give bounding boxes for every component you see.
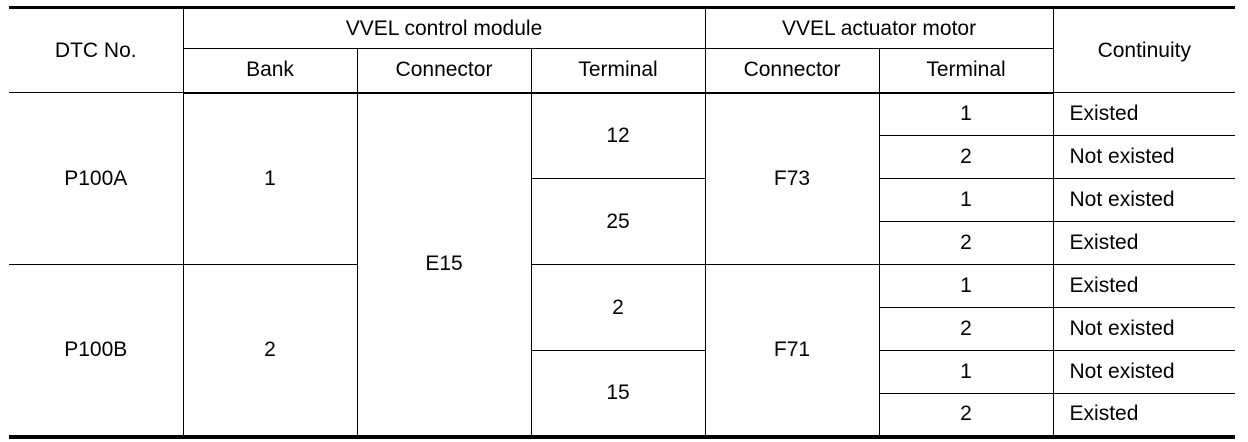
actuator-terminal-cell: 2 [879,221,1054,265]
table-row: 25 1 Not existed [9,178,1236,265]
actuator-terminal-cell: 1 [878,178,1054,222]
module-terminal-cell: 15 [531,350,706,437]
header-vvel-control-module: VVEL control module [182,7,706,49]
header-row-sub: Bank Connector Terminal Connector Termin… [9,48,1235,94]
continuity-cell: Not existed [1052,350,1236,394]
actuator-terminal-cell: 1 [878,350,1054,394]
module-terminal-cell: 2 [530,264,706,351]
table-row: P100A 1 E15 12 F73 1 Existed [9,92,1236,437]
actuator-terminal-cell: 2 [879,135,1054,179]
bank-cell: 2 [182,264,358,437]
actuator-connector-cell: F73 [704,92,880,265]
table-row: 2 Not existed [9,135,1236,179]
header-dtc-no: DTC No. [9,7,184,93]
header-module-terminal: Terminal [530,48,706,94]
actuator-terminal-cell: 2 [879,307,1054,351]
continuity-cell: Not existed [1052,135,1236,179]
bank-cell: 1 [182,92,358,265]
header-actuator-connector: Connector [704,48,880,94]
dtc-continuity-table: DTC No. VVEL control module VVEL actuato… [9,6,1236,439]
table-row: P100B 2 2 F71 1 Existed [9,264,1236,437]
table-row: 15 1 Not existed [9,350,1236,437]
module-connector-cell: E15 [356,92,532,437]
actuator-terminal-cell: 1 [878,92,1054,136]
table-body: P100A 1 E15 12 F73 1 Existed 2 Not exist… [9,92,1236,437]
continuity-cell: Existed [1052,221,1236,265]
header-row-top: DTC No. VVEL control module VVEL actuato… [9,7,1236,93]
continuity-cell: Not existed [1052,307,1236,351]
module-terminal-cell: 12 [530,92,706,179]
actuator-terminal-cell: 1 [878,264,1054,308]
continuity-cell: Existed [1052,264,1236,308]
dtc-cell: P100A [9,92,184,265]
header-module-connector: Connector [356,48,532,94]
continuity-cell: Existed [1052,393,1236,437]
continuity-cell: Not existed [1052,178,1236,222]
header-bank: Bank [183,48,358,94]
module-terminal-cell: 25 [531,178,706,265]
table-row: 2 Existed [9,221,1236,265]
table-row: 2 Existed [9,393,1236,437]
actuator-connector-cell: F71 [704,264,880,437]
continuity-cell: Existed [1052,92,1236,136]
dtc-cell: P100B [9,264,184,437]
header-continuity: Continuity [1052,7,1236,93]
header-actuator-terminal: Terminal [878,48,1054,94]
header-vvel-actuator-motor: VVEL actuator motor [704,7,1054,49]
actuator-terminal-cell: 2 [879,393,1054,437]
